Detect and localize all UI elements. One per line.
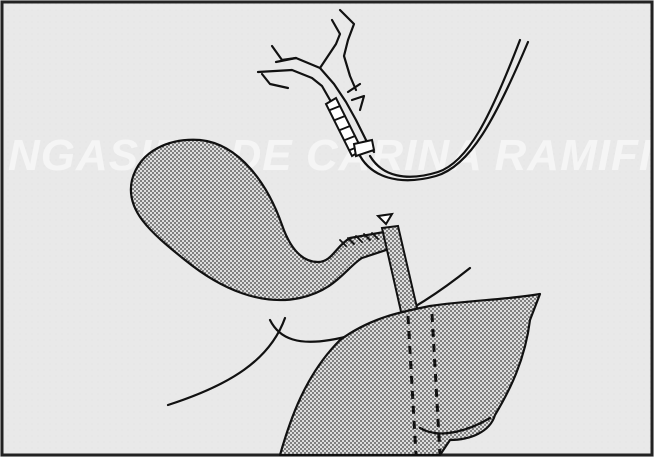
watermark-text: NGASIDA DE CARINA RAMIFICADA — [8, 131, 654, 180]
